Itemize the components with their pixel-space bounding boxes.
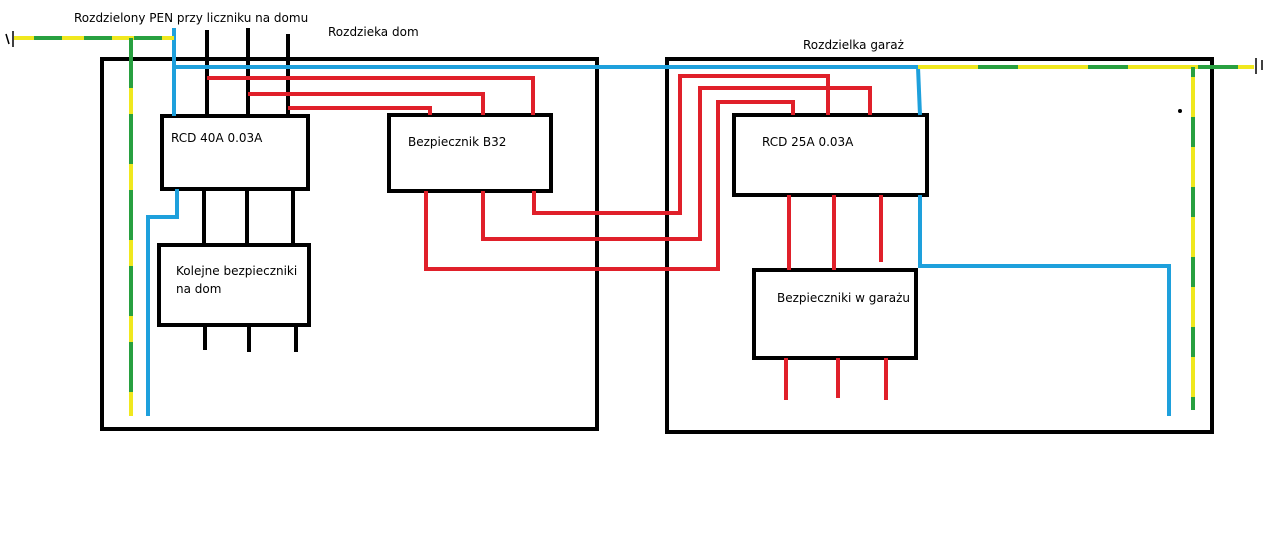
pen-split-label: Rozdzielony PEN przy liczniku na domu xyxy=(74,11,309,25)
rcd-house-box xyxy=(160,114,310,191)
dot-mark xyxy=(1178,109,1182,113)
garage-enclosure xyxy=(665,57,1214,434)
rcd-garage-label: RCD 25A 0.03A xyxy=(762,135,854,149)
rcd-house-label: RCD 40A 0.03A xyxy=(171,131,263,145)
pe-yellow-green-wires xyxy=(14,36,1254,416)
house-breakers-box xyxy=(157,243,311,327)
fuse-b32-box xyxy=(387,113,553,193)
phase-red-wires xyxy=(207,74,888,400)
rcd-garage-box xyxy=(732,113,929,197)
house-breakers-label: Kolejne bezpieczniki na dom xyxy=(176,264,298,296)
fuse-b32-label: Bezpiecznik B32 xyxy=(408,135,507,149)
garage-board-label: Rozdzielka garaż xyxy=(803,38,904,52)
house-phase-black-wires xyxy=(202,28,298,352)
neutral-blue-wires xyxy=(146,28,1171,416)
house-board-label: Rozdzieka dom xyxy=(328,25,419,39)
garage-breakers-box xyxy=(752,268,918,360)
house-enclosure xyxy=(100,57,599,431)
garage-breakers-label: Bezpieczniki w garażu xyxy=(777,291,910,305)
supply-end-marks xyxy=(5,31,1263,74)
